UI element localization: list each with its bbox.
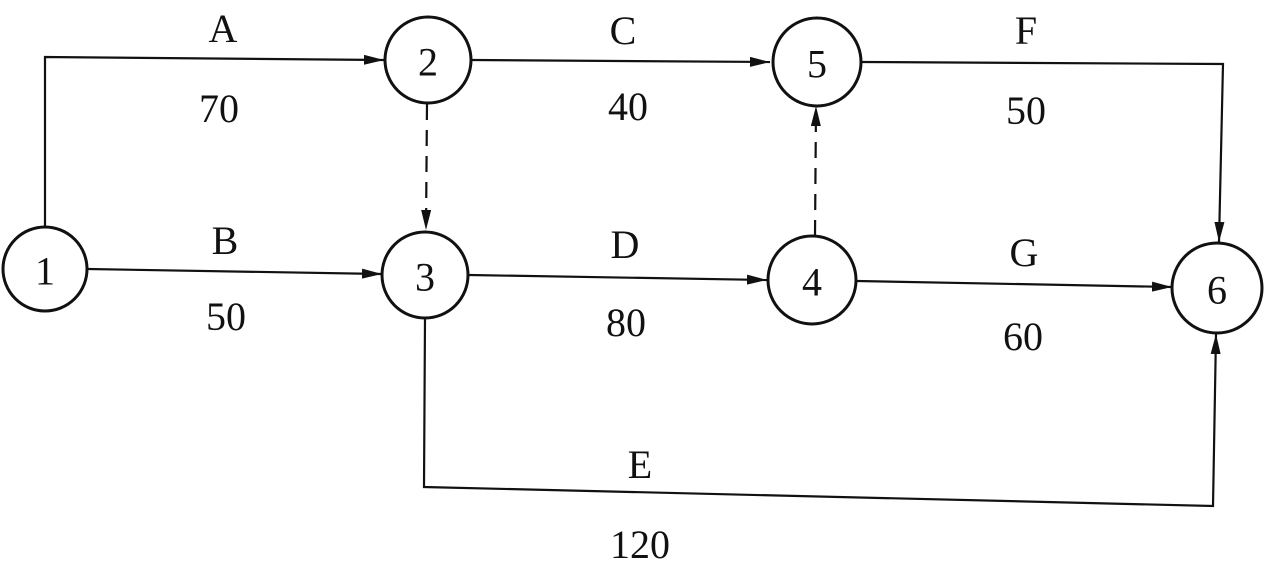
edge-label-B-name: B [212,218,239,263]
edge-E [422,317,1221,508]
edge-G [856,279,1173,292]
node-6: 6 [1170,241,1264,335]
edge-label-A-name: A [209,6,238,51]
node-label: 6 [1207,268,1227,313]
node-circle [380,230,470,320]
node-5: 5 [771,16,863,108]
node-circle [766,234,858,326]
edge-label-B-duration: 50 [206,294,246,339]
edge-label-E-name: E [628,442,652,487]
edges [43,54,1225,508]
node-1: 1 [1,225,89,313]
edge-label-D-duration: 80 [606,300,646,345]
node-circle [383,15,473,105]
node-label: 4 [802,260,822,305]
node-label: 2 [418,40,438,85]
node-label: 1 [35,249,55,294]
edge-labels: A 70 B 50 C 40 D 80 E 120 F 50 G 60 [199,6,1046,565]
node-circle [1170,241,1264,335]
edge-D [468,273,768,285]
edge-label-C-name: C [610,8,637,53]
node-circle [771,16,863,108]
edge-label-G-name: G [1010,230,1039,275]
edge-label-G-duration: 60 [1003,314,1043,359]
node-3: 3 [380,230,470,320]
node-4: 4 [766,234,858,326]
edge-label-D-name: D [611,222,640,267]
node-label: 5 [807,42,827,87]
edge-label-A-duration: 70 [199,86,239,131]
dummy-edge-4-5 [810,105,821,237]
edge-label-F-name: F [1015,8,1037,53]
node-label: 3 [415,255,435,300]
edge-C [471,56,771,67]
edge-label-C-duration: 40 [608,84,648,129]
nodes: 1 2 3 4 5 6 [1,15,1264,335]
node-circle [1,225,89,313]
edge-B [87,267,383,279]
edge-F [861,60,1225,243]
dummy-edge-2-3 [421,103,432,231]
edge-label-E-duration: 120 [610,522,670,565]
edge-label-F-duration: 50 [1006,88,1046,133]
edge-A [43,54,385,226]
node-2: 2 [383,15,473,105]
